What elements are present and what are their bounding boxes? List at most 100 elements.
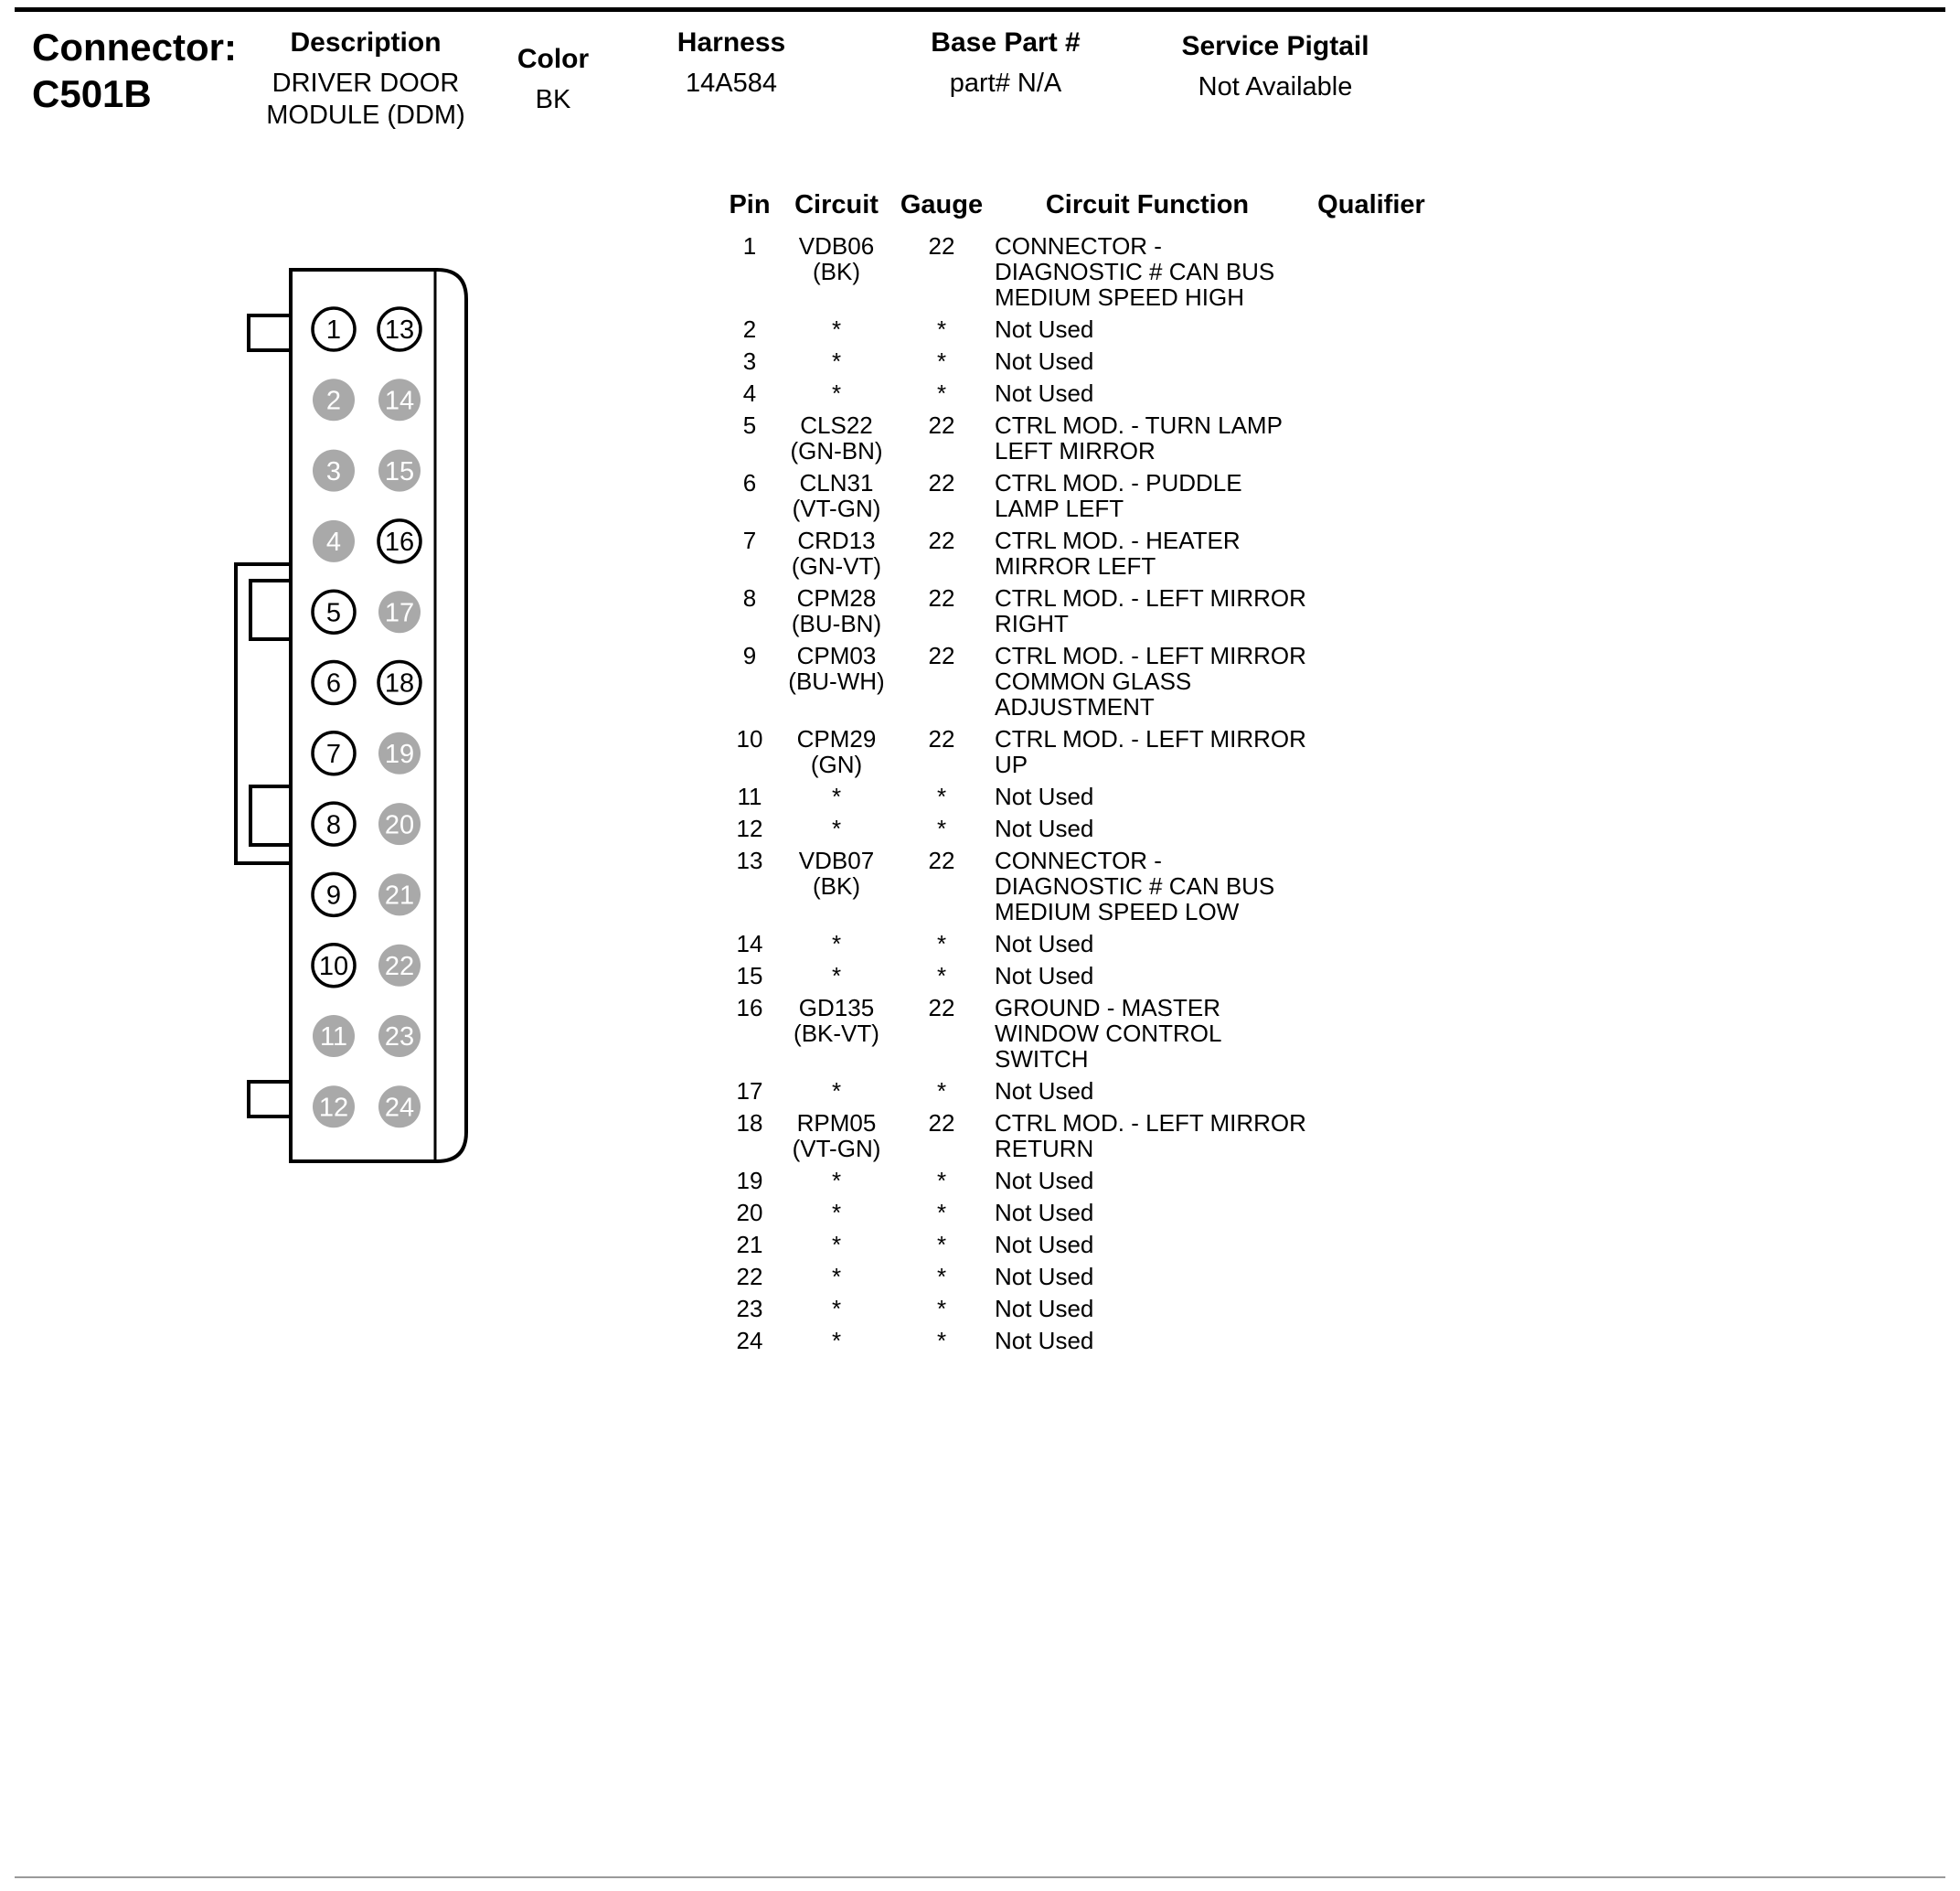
circuit-color: (BK) — [813, 872, 860, 900]
description-value: DRIVER DOOR MODULE (DDM) — [266, 69, 465, 130]
pin-16-circle — [377, 518, 422, 564]
circuit-code: CPM29 — [796, 725, 877, 753]
circuit-cell: GD135 (BK-VT) — [777, 995, 896, 1078]
connector-tab-top-icon — [247, 314, 293, 352]
qualifier-cell — [1307, 470, 1435, 528]
circuit-function-cell: Not Used — [995, 379, 1094, 407]
pin-19-circle — [378, 732, 421, 775]
pin-22-number: 22 — [385, 952, 414, 981]
circuit-code: * — [831, 1199, 842, 1226]
gauge-cell: 22 — [928, 584, 955, 612]
qualifier-cell — [1307, 1168, 1435, 1200]
pin-11-number: 11 — [320, 1022, 347, 1052]
circuit-cell: CLN31 (VT-GN) — [777, 470, 896, 528]
gauge-cell: * — [936, 1167, 947, 1194]
pin-3-circle — [313, 449, 355, 492]
circuit-color: (BU-BN) — [791, 610, 882, 637]
qualifier-cell — [1307, 585, 1435, 643]
pin-8-number: 8 — [326, 810, 341, 839]
pin-3: 3 — [313, 449, 355, 492]
circuit-function-cell: Not Used — [995, 315, 1094, 343]
circuit-code: * — [831, 1077, 842, 1105]
circuit-cell: * — [777, 784, 896, 816]
pin-table-row: 18 RPM05 (VT-GN) 22 CTRL MOD. - LEFT MIR… — [722, 1110, 1435, 1168]
pin-number-cell: 24 — [736, 1327, 763, 1354]
pin-14: 14 — [378, 379, 421, 422]
pin-table-row: 8 CPM28 (BU-BN) 22 CTRL MOD. - LEFT MIRR… — [722, 585, 1435, 643]
harness-label: Harness — [676, 27, 786, 58]
pin-5-circle — [311, 589, 357, 635]
circuit-code: RPM05 — [796, 1109, 877, 1137]
circuit-function-cell: Not Used — [995, 962, 1094, 989]
circuit-function-cell: CTRL MOD. - TURN LAMP LEFT MIRROR — [995, 411, 1283, 465]
circuit-function-cell: Not Used — [995, 1077, 1094, 1105]
circuit-function-cell: Not Used — [995, 1263, 1094, 1290]
pin-15-circle — [378, 449, 421, 492]
pin-6-number: 6 — [326, 669, 341, 699]
pin-number-cell: 7 — [742, 527, 757, 554]
circuit-cell: VDB07 (BK) — [777, 848, 896, 931]
pin-7-number: 7 — [326, 740, 341, 769]
pin-21-number: 21 — [385, 881, 414, 911]
pin-14-number: 14 — [385, 386, 414, 415]
circuit-code: * — [831, 1167, 842, 1194]
pin-number-cell: 10 — [736, 725, 763, 753]
qualifier-cell — [1307, 348, 1435, 380]
connector-title: Connector: C501B — [32, 24, 237, 117]
pin-table-header-row: Pin Circuit Gauge Circuit Function Quali… — [722, 190, 1435, 233]
connector-latch-rung-bottom — [249, 785, 293, 847]
gauge-cell: 22 — [928, 642, 955, 669]
gauge-cell: 22 — [928, 994, 955, 1021]
pin-number-cell: 15 — [736, 962, 763, 989]
pin-23-circle — [378, 1015, 421, 1057]
pin-number-cell: 4 — [742, 379, 757, 407]
pin-18-number: 18 — [385, 669, 414, 699]
pin-number-cell: 23 — [736, 1295, 763, 1322]
circuit-cell: RPM05 (VT-GN) — [777, 1110, 896, 1168]
circuit-color: (BK) — [813, 258, 860, 285]
gauge-cell: * — [936, 1263, 947, 1290]
pin-table-row: 15 * * Not Used — [722, 963, 1435, 995]
gauge-cell: * — [936, 783, 947, 810]
pin-table-row: 19 * * Not Used — [722, 1168, 1435, 1200]
circuit-cell: VDB06 (BK) — [777, 233, 896, 316]
pin-table-body: 1 VDB06 (BK) 22 CONNECTOR - DIAGNOSTIC #… — [722, 233, 1435, 1360]
pin-number-cell: 17 — [736, 1077, 763, 1105]
circuit-code: * — [831, 347, 842, 375]
pin-table-row: 6 CLN31 (VT-GN) 22 CTRL MOD. - PUDDLE LA… — [722, 470, 1435, 528]
gauge-cell: * — [936, 1199, 947, 1226]
gauge-cell: * — [936, 1295, 947, 1322]
pin-table-row: 17 * * Not Used — [722, 1078, 1435, 1110]
gauge-cell: 22 — [928, 725, 955, 753]
gauge-cell: * — [936, 1231, 947, 1258]
gauge-cell: * — [936, 315, 947, 343]
circuit-function-cell: Not Used — [995, 1327, 1094, 1354]
circuit-function-cell: CTRL MOD. - LEFT MIRROR UP — [995, 725, 1306, 778]
gauge-cell: * — [936, 962, 947, 989]
qualifier-cell — [1307, 528, 1435, 585]
color-label: Color — [517, 44, 590, 74]
circuit-function-cell: Not Used — [995, 347, 1094, 375]
circuit-code: VDB06 — [798, 232, 875, 260]
qualifier-cell — [1307, 1200, 1435, 1232]
pin-9-number: 9 — [326, 881, 341, 911]
pin-number-cell: 22 — [736, 1263, 763, 1290]
qualifier-cell — [1307, 1078, 1435, 1110]
circuit-function-cell: Not Used — [995, 1231, 1094, 1258]
qualifier-cell — [1307, 380, 1435, 412]
gauge-cell: * — [936, 347, 947, 375]
circuit-code: GD135 — [798, 994, 875, 1021]
pin-24-circle — [378, 1085, 421, 1128]
color-value: BK — [535, 85, 571, 114]
pin-20: 20 — [378, 803, 421, 846]
pin-table-row: 9 CPM03 (BU-WH) 22 CTRL MOD. - LEFT MIRR… — [722, 643, 1435, 726]
circuit-cell: * — [777, 1328, 896, 1360]
header-gauge: Gauge — [900, 190, 984, 219]
pin-6-circle — [311, 659, 357, 706]
gauge-cell: * — [936, 379, 947, 407]
circuit-color: (GN-BN) — [790, 437, 883, 465]
circuit-cell: * — [777, 1200, 896, 1232]
circuit-color: (VT-GN) — [792, 495, 881, 522]
circuit-cell: * — [777, 1296, 896, 1328]
